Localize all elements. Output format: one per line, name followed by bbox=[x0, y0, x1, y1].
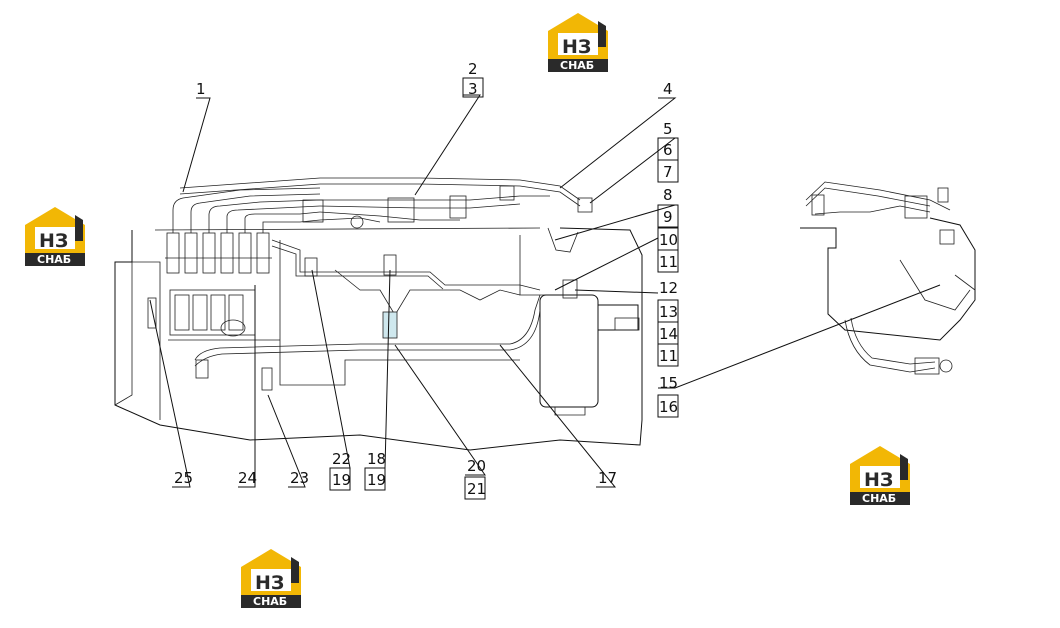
watermark-logo-right: НЗ СНАБ bbox=[850, 446, 910, 505]
callout-20: 20 bbox=[467, 457, 486, 475]
callout-18: 18 bbox=[367, 450, 386, 468]
engine-end-view bbox=[800, 181, 976, 375]
callout-9: 9 bbox=[663, 208, 673, 226]
callout-boxes bbox=[329, 77, 679, 500]
callout-3: 3 bbox=[468, 80, 478, 98]
callout-25: 25 bbox=[174, 469, 193, 487]
callout-23: 23 bbox=[290, 469, 309, 487]
callout-11-upper: 11 bbox=[659, 253, 678, 271]
callout-17: 17 bbox=[598, 469, 617, 487]
svg-text:СНАБ: СНАБ bbox=[253, 595, 287, 608]
callout-15: 15 bbox=[659, 374, 678, 392]
svg-text:СНАБ: СНАБ bbox=[37, 253, 71, 266]
engine-side-view bbox=[114, 177, 643, 451]
svg-text:НЗ: НЗ bbox=[864, 469, 893, 491]
callout-11-lower: 11 bbox=[659, 347, 678, 365]
callout-4: 4 bbox=[663, 80, 673, 98]
callout-14: 14 bbox=[659, 325, 678, 343]
watermark-logo-left: НЗ СНАБ bbox=[25, 207, 85, 266]
callout-21: 21 bbox=[467, 480, 486, 498]
svg-text:НЗ: НЗ bbox=[39, 230, 68, 252]
watermark-logo-bottom: НЗ СНАБ bbox=[241, 549, 301, 608]
callout-16: 16 bbox=[659, 398, 678, 416]
callout-8: 8 bbox=[663, 186, 673, 204]
svg-text:НЗ: НЗ bbox=[562, 36, 591, 58]
callout-10: 10 bbox=[659, 231, 678, 249]
callout-19-left: 19 bbox=[332, 471, 351, 489]
callout-22: 22 bbox=[332, 450, 351, 468]
callout-6: 6 bbox=[663, 141, 673, 159]
svg-text:СНАБ: СНАБ bbox=[560, 59, 594, 72]
callout-5: 5 bbox=[663, 120, 673, 138]
callout-2: 2 bbox=[468, 60, 478, 78]
callout-numbers: 1 2 3 4 5 6 7 8 9 10 11 12 13 14 11 15 1… bbox=[174, 60, 678, 498]
callout-leaders bbox=[149, 94, 941, 488]
callout-1: 1 bbox=[196, 80, 206, 98]
callout-7: 7 bbox=[663, 163, 673, 181]
svg-text:СНАБ: СНАБ bbox=[862, 492, 896, 505]
callout-19-right: 19 bbox=[367, 471, 386, 489]
callout-13: 13 bbox=[659, 303, 678, 321]
watermark-logo-top: НЗ СНАБ bbox=[548, 13, 608, 72]
callout-12: 12 bbox=[659, 279, 678, 297]
svg-text:НЗ: НЗ bbox=[255, 572, 284, 594]
callout-24: 24 bbox=[238, 469, 257, 487]
